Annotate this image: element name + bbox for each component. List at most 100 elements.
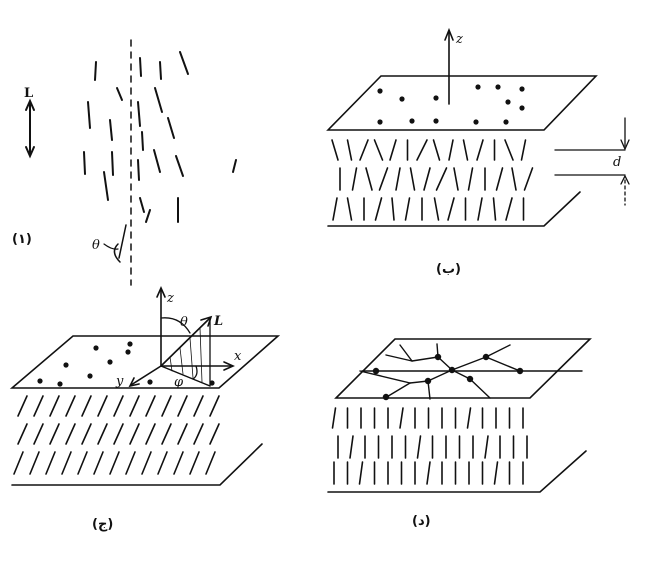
tilted-rod	[49, 423, 60, 445]
rod	[476, 139, 484, 161]
tilted-rod	[17, 423, 28, 445]
director-label: L	[24, 86, 33, 101]
tilted-rod	[17, 395, 28, 417]
director-arrow	[25, 98, 35, 159]
rod	[416, 139, 428, 161]
panel-a	[25, 39, 237, 286]
tilted-rod	[145, 423, 156, 445]
molecule-dots-d	[372, 353, 524, 401]
rod	[159, 61, 162, 80]
rod	[103, 171, 109, 201]
tilted-rod	[209, 423, 220, 445]
molecule-dot	[377, 119, 383, 125]
rod	[351, 167, 358, 191]
rod	[139, 197, 145, 213]
z-axis-label-c: z	[166, 291, 174, 306]
rod	[232, 159, 237, 173]
rod	[448, 139, 454, 161]
rod	[137, 159, 140, 181]
rod	[374, 197, 383, 221]
molecule-dot	[107, 359, 113, 365]
rod	[505, 197, 513, 221]
molecule-dot	[473, 119, 479, 125]
molecule-dot	[125, 349, 131, 355]
molecule-dot	[147, 379, 153, 385]
tilted-rod	[77, 451, 88, 475]
rod	[432, 139, 441, 161]
tilted-rod	[109, 451, 120, 475]
tilted-rod	[45, 451, 56, 475]
spacing-marker	[554, 117, 630, 206]
z-axis-label-b: z	[455, 32, 463, 47]
rod	[116, 87, 123, 101]
molecule-dot	[475, 84, 481, 90]
rod	[87, 101, 91, 129]
rod	[462, 139, 469, 161]
molecule-dot	[519, 86, 525, 92]
rod	[378, 167, 389, 191]
rod	[523, 167, 534, 191]
panel-d	[327, 338, 592, 493]
molecule-dot	[409, 118, 415, 124]
rod	[349, 435, 354, 459]
molecule-dot	[63, 362, 69, 368]
phi-label-c: φ	[174, 375, 184, 390]
theta-label-c: θ	[180, 315, 188, 330]
rod	[346, 197, 353, 221]
tilted-rod	[125, 451, 136, 475]
tilted-rod	[33, 423, 44, 445]
rod	[484, 435, 489, 459]
rod	[520, 139, 527, 161]
rod	[391, 197, 395, 221]
rod	[466, 407, 472, 429]
rod	[141, 131, 144, 151]
tilted-rod	[129, 395, 140, 417]
tilted-rod	[113, 395, 124, 417]
rod	[453, 167, 459, 191]
rod	[511, 167, 517, 191]
molecule-dot	[433, 118, 439, 124]
tilted-rod	[205, 451, 216, 475]
theta-arc	[113, 243, 121, 263]
tilted-rod	[193, 395, 204, 417]
molecule-dots-b	[377, 84, 525, 125]
tilted-rod	[157, 451, 168, 475]
rod	[477, 197, 483, 221]
tilted-rod	[173, 451, 184, 475]
rod	[167, 117, 175, 139]
top-layer-plane-d	[334, 338, 592, 399]
rod	[492, 197, 497, 221]
rod	[154, 87, 163, 113]
tilted-rod	[97, 423, 108, 445]
tilted-rod	[13, 451, 24, 475]
tilted-rod	[81, 423, 92, 445]
tilted-rod	[29, 451, 40, 475]
molecule-dots-c	[37, 341, 215, 387]
panel-c	[9, 286, 281, 486]
rod	[358, 461, 364, 485]
tilt-triangle	[160, 316, 211, 387]
rod	[137, 101, 141, 127]
rod	[409, 167, 416, 191]
rod-layers-d	[331, 407, 528, 485]
theta-arc-c	[160, 317, 191, 334]
rod	[175, 155, 184, 177]
rod	[331, 139, 339, 161]
tilted-rod	[49, 395, 60, 417]
molecule-dot	[399, 96, 405, 102]
spacing-label: d	[613, 155, 621, 170]
molecule-dot	[519, 105, 525, 111]
molecule-dot	[495, 84, 501, 90]
tilted-rod	[145, 395, 156, 417]
tilted-rod	[129, 423, 140, 445]
rod	[467, 167, 474, 191]
tilted-rod	[93, 451, 104, 475]
rod	[423, 167, 431, 191]
molecule-dot	[127, 341, 133, 347]
rod	[433, 197, 440, 221]
rod	[94, 61, 97, 81]
tilted-rod-marker	[118, 224, 127, 259]
rod	[365, 167, 373, 191]
